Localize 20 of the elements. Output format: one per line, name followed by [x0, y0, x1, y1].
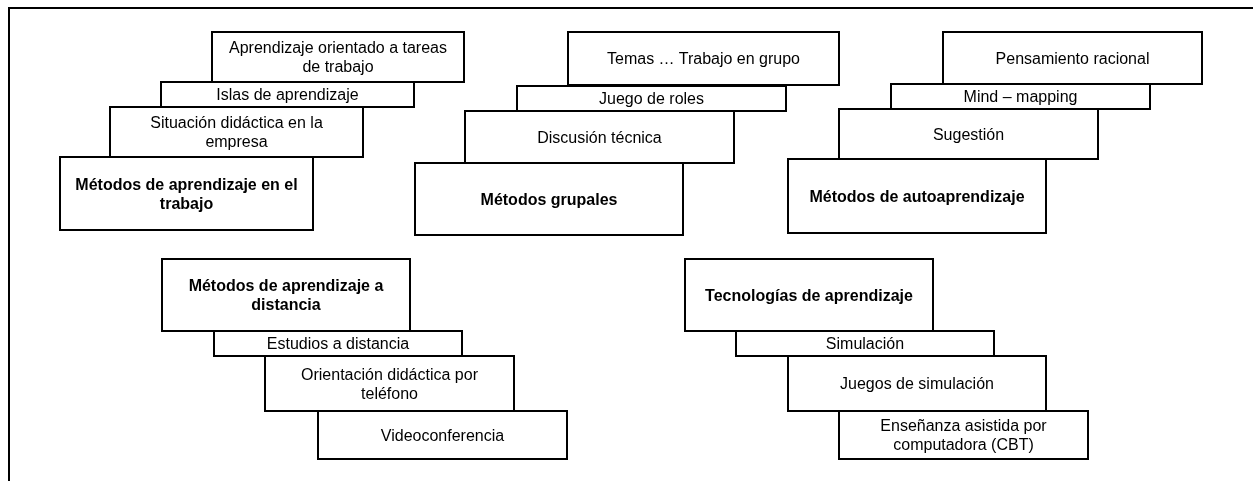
method-box: Temas … Trabajo en grupo	[567, 31, 840, 86]
method-box: Simulación	[735, 330, 995, 357]
category-box: Métodos de aprendizaje a distancia	[161, 258, 411, 332]
method-box: Discusión técnica	[464, 110, 735, 164]
method-box: Situación didáctica en la empresa	[109, 106, 364, 158]
method-box: Estudios a distancia	[213, 330, 463, 357]
method-box: Pensamiento racional	[942, 31, 1203, 85]
method-box: Juegos de simulación	[787, 355, 1047, 412]
category-box: Métodos grupales	[414, 162, 684, 236]
method-box: Aprendizaje orientado a tareas de trabajo	[211, 31, 465, 83]
method-box: Mind – mapping	[890, 83, 1151, 110]
method-box: Islas de aprendizaje	[160, 81, 415, 108]
method-box: Juego de roles	[516, 85, 787, 112]
method-box: Videoconferencia	[317, 410, 568, 460]
category-box: Métodos de autoaprendizaje	[787, 158, 1047, 234]
method-box: Sugestión	[838, 108, 1099, 160]
method-box: Orientación didáctica por teléfono	[264, 355, 515, 412]
method-box: Enseñanza asistida por computadora (CBT)	[838, 410, 1089, 460]
category-box: Tecnologías de aprendizaje	[684, 258, 934, 332]
category-box: Métodos de aprendizaje en el trabajo	[59, 156, 314, 231]
